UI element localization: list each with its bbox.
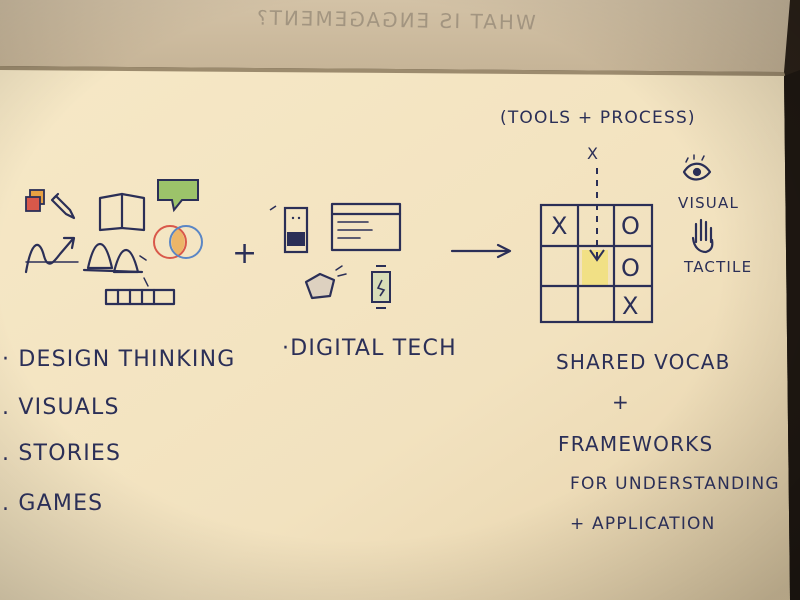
list-item-design-thinking: · DESIGN THINKING — [2, 347, 236, 372]
hand-icon — [691, 218, 714, 254]
trend-line-icon — [24, 236, 79, 274]
open-book-icon — [98, 192, 146, 232]
list-item-visuals: . VISUALS — [2, 395, 120, 420]
sticky-notes-icon — [25, 189, 45, 212]
timeline-bar-icon — [104, 277, 176, 306]
grid-cell-0-0: X — [551, 212, 569, 240]
plus-sign: + — [232, 236, 259, 271]
outcome-shared-vocab: SHARED VOCAB — [556, 350, 731, 374]
list-item-games: . GAMES — [2, 491, 104, 516]
digital-tech-label: ·DIGITAL TECH — [282, 336, 457, 361]
tictactoe-grid — [539, 168, 654, 324]
header-tools-process: (TOOLS + PROCESS) — [500, 108, 696, 128]
arrow-right-icon — [450, 243, 512, 259]
grid-cell-0-2: O — [621, 212, 642, 240]
phone-icon — [269, 205, 309, 254]
outcome-frameworks: FRAMEWORKS — [558, 432, 714, 456]
eye-icon — [682, 154, 712, 181]
venn-diagram-icon — [153, 225, 203, 259]
outcome-plus: + — [612, 390, 630, 414]
grid-marker-x: X — [587, 144, 600, 163]
list-item-stories: . STORIES — [2, 441, 122, 466]
sense-visual: VISUAL — [678, 194, 740, 212]
pencil-icon — [50, 192, 76, 220]
bell-icons — [82, 242, 147, 274]
grid-cell-2-2: X — [622, 292, 640, 320]
outcome-application: + APPLICATION — [570, 514, 716, 534]
grid-cell-1-2: O — [621, 254, 642, 282]
outcome-for-understanding: FOR UNDERSTANDING — [570, 474, 780, 494]
sense-tactile: TACTILE — [684, 258, 753, 276]
gem-icon — [304, 265, 347, 300]
browser-window-icon — [330, 202, 402, 252]
speech-bubble-icon — [157, 179, 199, 213]
smartwatch-icon — [371, 265, 391, 309]
